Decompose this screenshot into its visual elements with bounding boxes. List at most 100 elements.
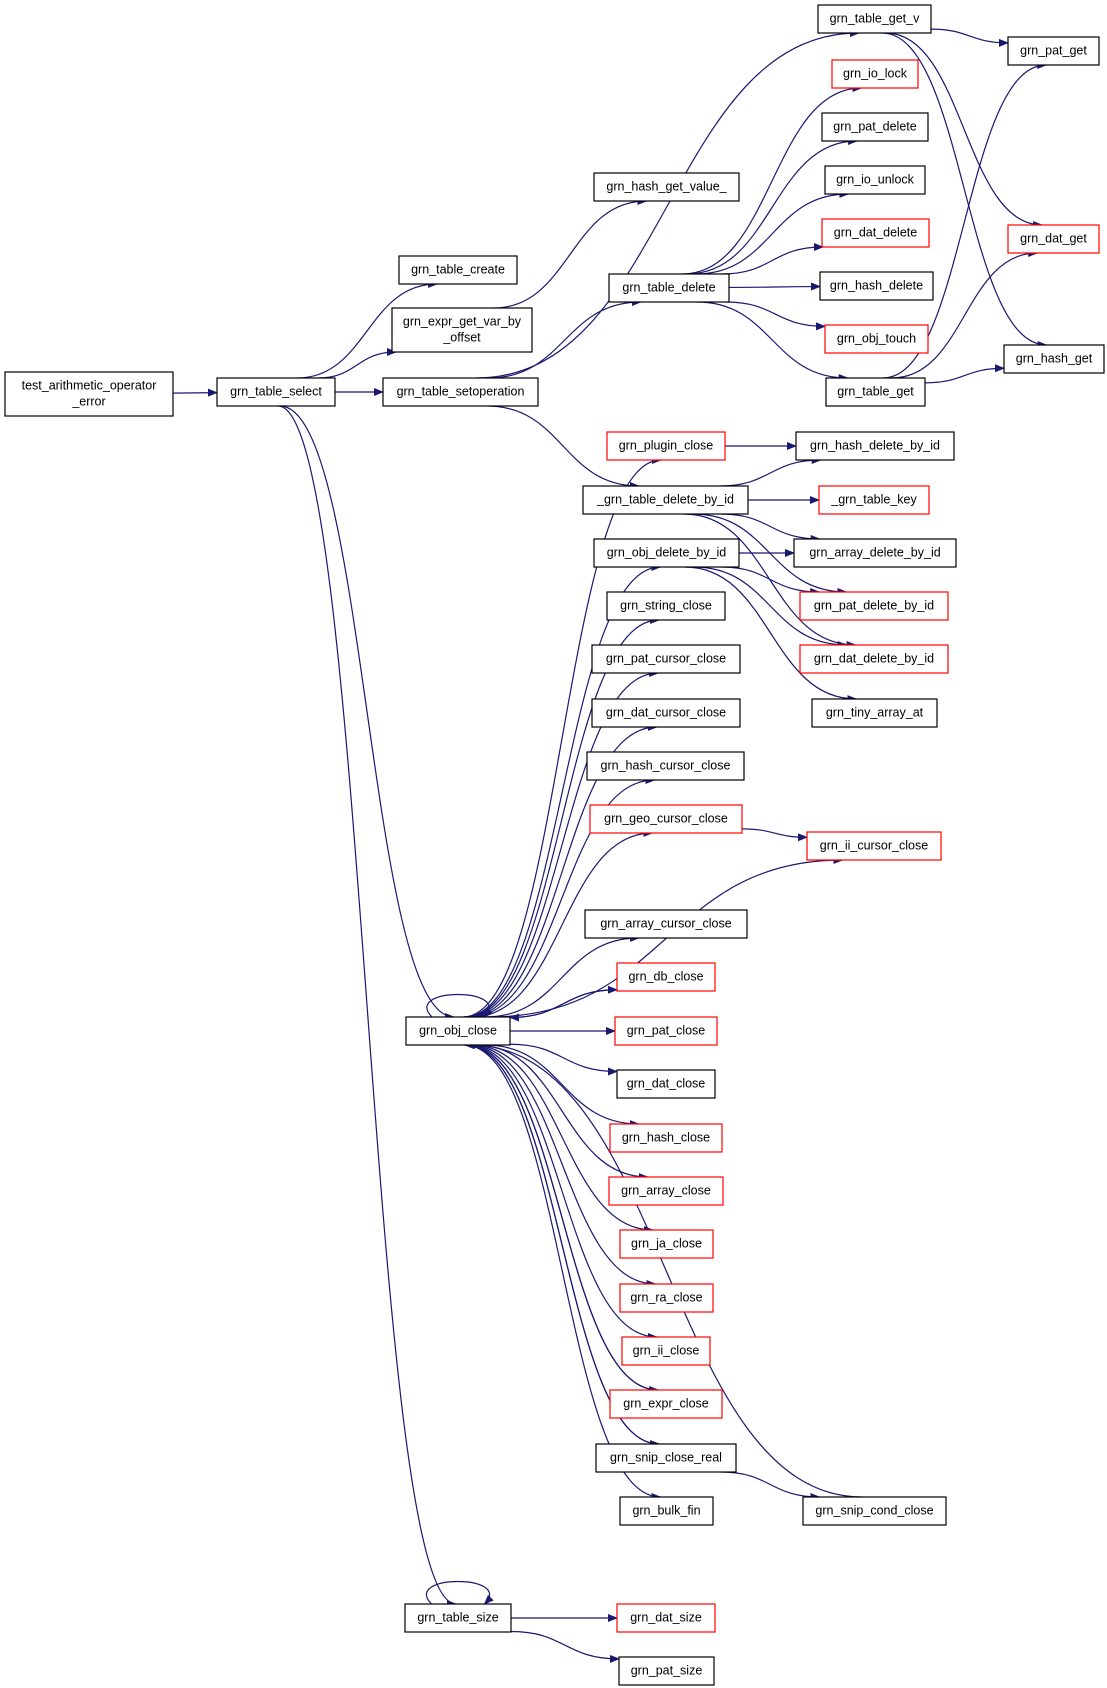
node-array_del_by_id[interactable]: grn_array_delete_by_id — [793, 538, 957, 568]
edge-obj_close-to-bulk_fin — [464, 1044, 662, 1501]
node-label: grn_table_get_v — [830, 11, 920, 25]
edge-expr_close-to-obj_close — [464, 1041, 659, 1391]
edge-expr_get_var-to-hash_get_value — [493, 197, 648, 309]
node-array_cursor_close[interactable]: grn_array_cursor_close — [584, 909, 748, 939]
node-box — [802, 1496, 947, 1526]
node-box — [818, 485, 930, 515]
node-box — [824, 165, 926, 195]
node-root[interactable]: test_arithmetic_operator_error — [4, 371, 174, 417]
node-label: grn_array_cursor_close — [600, 916, 731, 930]
node-obj_del_by_id[interactable]: grn_obj_delete_by_id — [593, 538, 740, 568]
node-hash_cursor_close[interactable]: grn_hash_cursor_close — [586, 751, 745, 781]
node-pat_delete[interactable]: grn_pat_delete — [821, 112, 929, 142]
node-ra_close[interactable]: grn_ra_close — [619, 1283, 714, 1313]
node-pat_close[interactable]: grn_pat_close — [614, 1016, 718, 1046]
node-table_create[interactable]: grn_table_create — [398, 255, 518, 285]
node-dat_del_by_id[interactable]: grn_dat_delete_by_id — [799, 644, 949, 674]
node-hash_get[interactable]: grn_hash_get — [1003, 344, 1105, 374]
edge-obj_close-to-obj_del_by_id — [464, 563, 662, 1018]
edge-table_delete-to-io_unlock — [695, 190, 850, 275]
node-plugin_close[interactable]: grn_plugin_close — [606, 431, 726, 461]
node-dat_size[interactable]: grn_dat_size — [616, 1603, 716, 1633]
node-ii_cursor_close[interactable]: grn_ii_cursor_close — [806, 831, 942, 861]
node-snip_close_real[interactable]: grn_snip_close_real — [595, 1443, 737, 1473]
node-box — [404, 1603, 512, 1633]
node-table_delete[interactable]: grn_table_delete — [608, 273, 730, 303]
edge-table_delete-to-hash_delete — [728, 282, 821, 291]
node-pat_get[interactable]: grn_pat_get — [1007, 36, 1100, 66]
node-table_size[interactable]: grn_table_size — [404, 1603, 512, 1633]
node-label: grn_io_unlock — [836, 172, 915, 186]
node-box — [616, 1069, 716, 1099]
node-io_lock[interactable]: grn_io_lock — [831, 59, 919, 89]
node-hash_del_by_id[interactable]: grn_hash_delete_by_id — [795, 431, 955, 461]
node-tiny_array_at[interactable]: grn_tiny_array_at — [811, 698, 938, 728]
node-label: grn_table_select — [230, 384, 322, 398]
node-dat_get[interactable]: grn_dat_get — [1007, 224, 1100, 254]
node-geo_cursor_close[interactable]: grn_geo_cursor_close — [589, 804, 743, 834]
node-box — [824, 324, 929, 354]
node-array_close[interactable]: grn_array_close — [608, 1176, 724, 1206]
node-label: grn_ii_cursor_close — [820, 838, 928, 852]
node-snip_cond_close[interactable]: grn_snip_cond_close — [802, 1496, 947, 1526]
node-box — [606, 431, 726, 461]
edge-snip_close_real-to-obj_close — [463, 1041, 660, 1445]
node-bulk_fin[interactable]: grn_bulk_fin — [619, 1496, 714, 1526]
node-table_select[interactable]: grn_table_select — [216, 377, 336, 407]
node-label: grn_ii_close — [633, 1343, 700, 1357]
node-box — [619, 1283, 714, 1313]
node-dat_delete[interactable]: grn_dat_delete — [821, 218, 930, 248]
node-label: grn_hash_get_value_ — [606, 179, 727, 193]
node-label: grn_array_delete_by_id — [809, 545, 940, 559]
node-box — [821, 218, 930, 248]
node-expr_close[interactable]: grn_expr_close — [609, 1389, 723, 1419]
edge-obj_close-to-array_close — [476, 1044, 649, 1181]
node-box — [591, 644, 741, 674]
node-label: grn_plugin_close — [619, 438, 714, 452]
edge-obj_close-to-string_close — [464, 616, 661, 1018]
node-obj_close[interactable]: grn_obj_close — [405, 1016, 511, 1046]
node-box — [619, 1496, 714, 1526]
node-box — [795, 431, 955, 461]
node-pat_del_by_id[interactable]: grn_pat_delete_by_id — [799, 591, 949, 621]
node-label: grn_dat_delete_by_id — [814, 651, 934, 665]
node-dat_cursor_close[interactable]: grn_dat_cursor_close — [591, 698, 741, 728]
node-hash_close[interactable]: grn_hash_close — [609, 1123, 723, 1153]
node-box — [405, 1016, 511, 1046]
node-box — [806, 831, 942, 861]
node-label: grn_table_delete — [622, 280, 715, 294]
edge-tbl_del_by_id-to-array_del_by_id — [720, 513, 821, 543]
node-label: grn_pat_cursor_close — [606, 651, 726, 665]
node-box — [593, 172, 740, 202]
node-label: grn_obj_close — [419, 1023, 497, 1037]
node-io_unlock[interactable]: grn_io_unlock — [824, 165, 926, 195]
node-box — [606, 591, 726, 621]
node-box — [811, 698, 938, 728]
node-obj_touch[interactable]: grn_obj_touch — [824, 324, 929, 354]
node-hash_get_value[interactable]: grn_hash_get_value_ — [593, 172, 740, 202]
node-tbl_del_by_id[interactable]: _grn_table_delete_by_id — [582, 485, 749, 515]
node-box — [398, 255, 518, 285]
node-label: _grn_table_key — [830, 492, 917, 506]
edge-obj_close-to-obj_close — [426, 994, 494, 1018]
edge-snip_close_real-to-snip_cond_close — [721, 1471, 821, 1501]
edge-table_setop-to-table_get_v — [476, 29, 860, 379]
node-hash_delete[interactable]: grn_hash_delete — [819, 271, 934, 301]
node-pat_cursor_close[interactable]: grn_pat_cursor_close — [591, 644, 741, 674]
node-expr_get_var[interactable]: grn_expr_get_var_by_offset — [391, 307, 533, 353]
edge-obj_close-to-hash_cursor_close — [468, 776, 656, 1018]
node-string_close[interactable]: grn_string_close — [606, 591, 726, 621]
node-db_close[interactable]: grn_db_close — [616, 962, 716, 992]
node-ii_close[interactable]: grn_ii_close — [621, 1336, 711, 1366]
node-ja_close[interactable]: grn_ja_close — [619, 1229, 714, 1259]
node-grn_table_key[interactable]: _grn_table_key — [818, 485, 930, 515]
node-label: grn_snip_close_real — [610, 1450, 722, 1464]
node-pat_size[interactable]: grn_pat_size — [618, 1656, 715, 1686]
edge-obj_close-to-ra_close — [468, 1044, 657, 1288]
edge-obj_close-to-dat_cursor_close — [467, 723, 658, 1018]
node-dat_close[interactable]: grn_dat_close — [616, 1069, 716, 1099]
node-table_setop[interactable]: grn_table_setoperation — [382, 377, 539, 407]
node-table_get_v[interactable]: grn_table_get_v — [817, 4, 932, 34]
node-table_get[interactable]: grn_table_get — [825, 377, 926, 407]
